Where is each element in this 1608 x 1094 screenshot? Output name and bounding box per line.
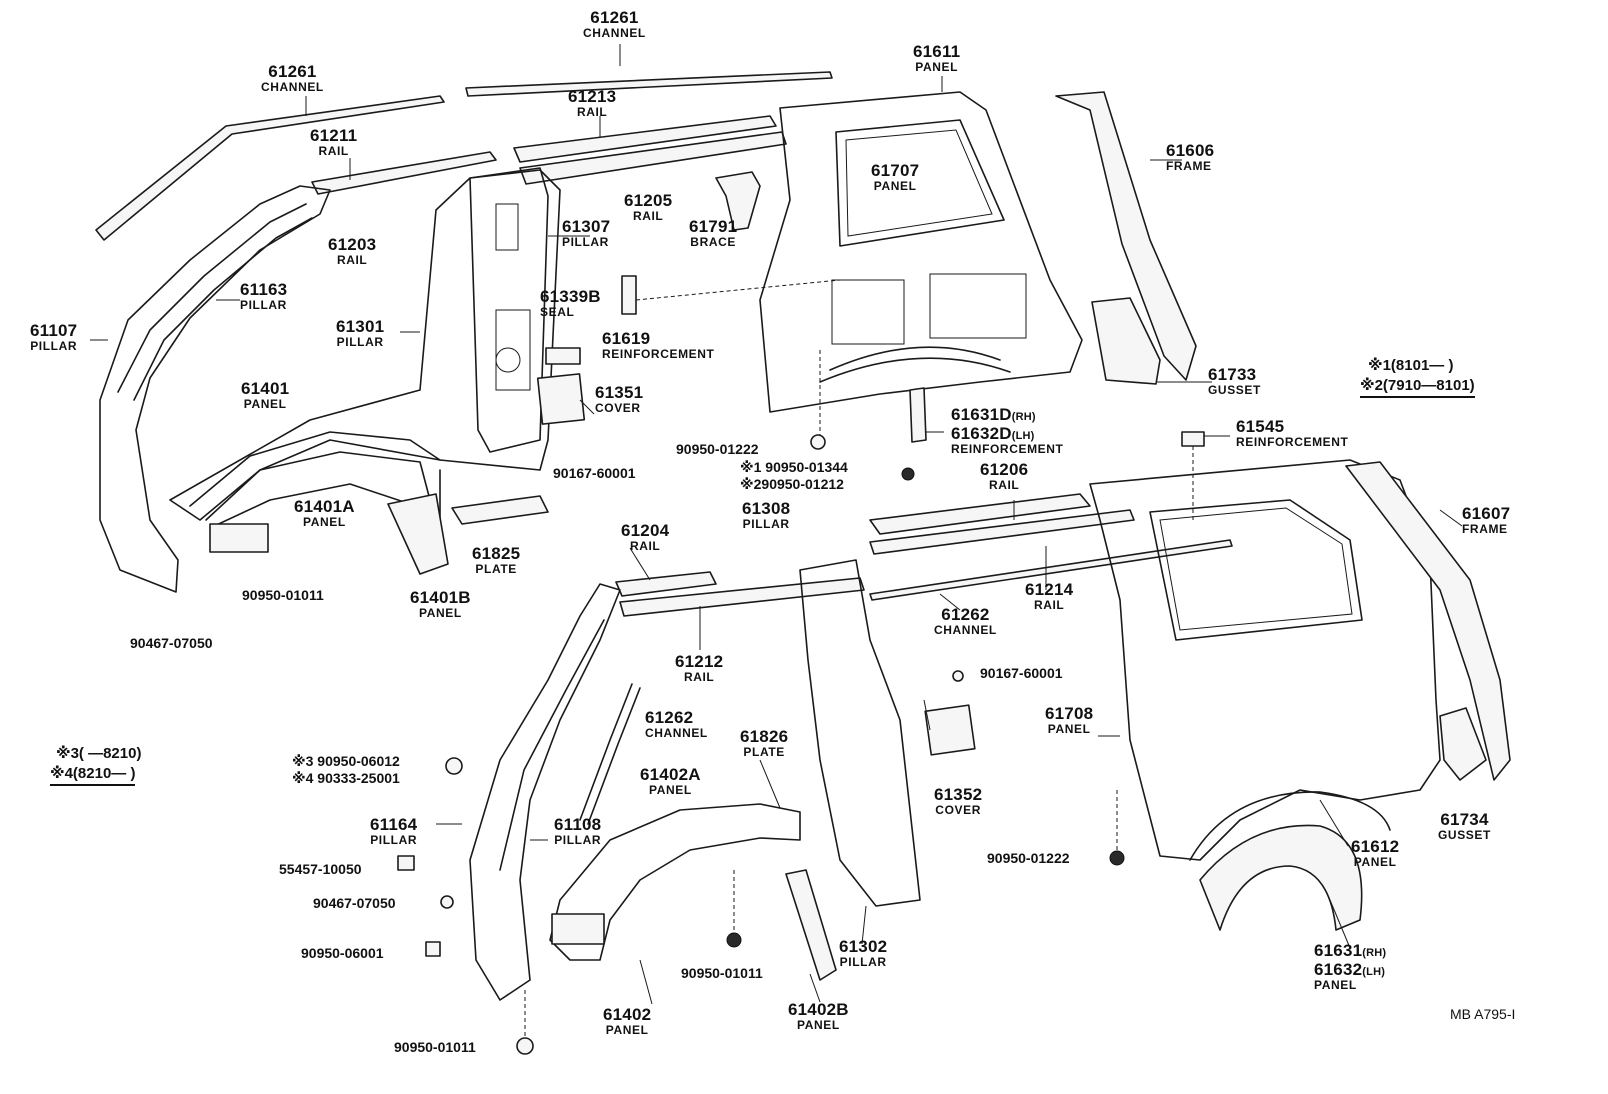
label-61631: 61631(RH) [1314,942,1386,959]
mark-2: ※2 [740,476,762,492]
reference-note-2: ※2(7910—8101) [1360,378,1475,398]
mark-4: ※4 [292,770,314,786]
part-number-90950-01212-text: 90950-01212 [761,476,844,492]
part-number-90950-01212: ※290950-01212 [740,477,844,491]
part-number-90167-60001-upper: 90167-60001 [553,465,636,481]
reference-note-1: ※1(8101— ) [1368,357,1454,374]
part-number-90950-06001: 90950-06001 [301,945,384,961]
label-61631-num: 61631 [1314,941,1363,960]
part-number-90167-60001-lower: 90167-60001 [980,665,1063,681]
upper-left-side-panel-drawing [95,71,841,593]
lower-left-side-panel-drawing [397,493,1233,1055]
part-number-90950-01011-upper: 90950-01011 [242,587,324,603]
part-number-90950-01344: ※1 90950-01344 [740,460,848,474]
leader-lines [90,44,1463,1005]
label-61632-sfx: (LH) [1362,966,1386,978]
label-61632d-num: 61632D [951,424,1012,443]
part-number-90950-01222-lower: 90950-01222 [987,850,1070,866]
upper-right-quarter-panel-drawing [759,91,1197,481]
label-61631-sfx: (RH) [1362,947,1387,959]
label-61632-num: 61632 [1314,960,1363,979]
mark-3: ※3 [292,753,314,769]
part-number-55457-10050: 55457-10050 [279,861,362,877]
mark-1: ※1 [740,459,762,475]
label-61632: 61632(LH)PANEL [1314,960,1386,992]
reference-note-3: ※3( —8210) [56,745,142,762]
part-number-90950-01011-middle: 90950-01011 [681,965,763,981]
lower-right-quarter-panel-drawing [1089,431,1511,931]
footer-code: MB A795-I [1450,1006,1516,1022]
label-61632d-sfx: (LH) [1011,430,1035,442]
part-number-90950-06012-text: 90950-06012 [317,753,400,769]
part-number-90950-06012: ※3 90950-06012 [292,754,400,768]
part-number-90467-07050-upper: 90467-07050 [130,635,213,651]
reference-note-4: ※4(8210— ) [50,766,136,786]
part-number-90950-01222-upper: 90950-01222 [676,441,759,457]
label-61631d-num: 61631D [951,405,1012,424]
label-61632d: 61632D(LH)REINFORCEMENT [951,424,1064,456]
part-number-90333-25001-text: 90333-25001 [317,770,400,786]
label-61631d-sfx: (RH) [1011,411,1036,423]
part-number-90467-07050-lower: 90467-07050 [313,895,396,911]
label-61631d: 61631D(RH) [951,406,1036,423]
part-number-90950-01344-text: 90950-01344 [765,459,848,475]
part-number-90333-25001: ※4 90333-25001 [292,771,400,785]
part-number-90950-01011-lower: 90950-01011 [394,1039,476,1055]
